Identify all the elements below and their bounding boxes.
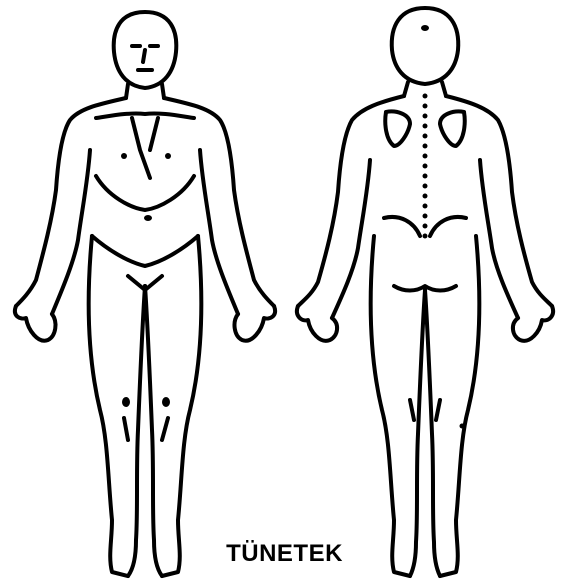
- back-head: [392, 8, 458, 84]
- back-leg-outer-right: [440, 236, 479, 576]
- back-scapula-left: [385, 112, 410, 147]
- back-knee-marks: [410, 400, 440, 420]
- back-leg-outer-left: [371, 236, 410, 576]
- back-hand-left: [297, 306, 337, 341]
- back-scapula-right: [440, 112, 465, 147]
- back-spine: [423, 94, 428, 239]
- back-calf-dot: [460, 424, 465, 429]
- back-leg-inner-right: [425, 290, 440, 576]
- back-hand-right: [513, 306, 553, 341]
- back-leg-inner-left: [410, 290, 425, 576]
- back-head-dot: [421, 25, 429, 31]
- caption-label: TÜNETEK: [0, 540, 569, 568]
